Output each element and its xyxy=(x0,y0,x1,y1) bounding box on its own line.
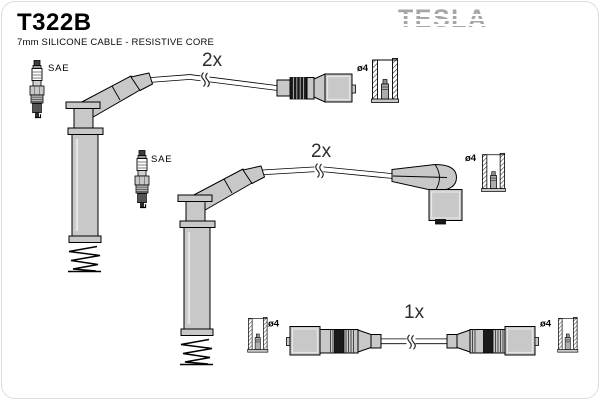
diameter-label-top: ø4 xyxy=(357,63,369,74)
logo-stripe xyxy=(396,19,492,22)
tesla-logo: TESLA xyxy=(396,7,494,33)
din-coil-connector-right xyxy=(446,326,539,356)
logo-stripe xyxy=(396,14,492,17)
quantity-label-top: 2x xyxy=(202,50,223,71)
terminal-socket-cross-section-icon xyxy=(371,58,399,103)
diameter-label-middle: ø4 xyxy=(465,153,477,164)
cable-length-break-mark xyxy=(200,72,210,88)
spark-plug-icon xyxy=(29,59,45,119)
sae-label-top: SAE xyxy=(48,63,69,74)
cable-row-top: SAE 2x ø4 xyxy=(29,50,399,273)
cable-row-bottom: 1x ø4 xyxy=(247,302,579,356)
diameter-label-bottom-left: ø4 xyxy=(268,319,280,330)
cable-length-break-mark xyxy=(314,163,324,179)
din-coil-connector-left xyxy=(286,326,382,356)
cable-spec-subtitle: 7mm SILICONE CABLE - RESISTIVE CORE xyxy=(17,37,215,48)
cable-length-break-mark xyxy=(406,334,416,350)
ignition-cable-core xyxy=(149,74,278,90)
spark-plug-icon xyxy=(134,149,150,209)
sae-label-middle: SAE xyxy=(151,154,172,165)
part-number-title: T322B xyxy=(17,9,92,36)
terminal-socket-cross-section-icon xyxy=(247,317,269,353)
quantity-label-middle: 2x xyxy=(311,141,332,162)
quantity-label-bottom: 1x xyxy=(404,302,425,323)
ignition-cable-core xyxy=(259,166,393,178)
logo-stripe xyxy=(396,24,492,27)
terminal-socket-cross-section-icon xyxy=(481,153,506,192)
terminal-socket-cross-section-icon xyxy=(557,317,579,353)
diameter-label-bottom-right: ø4 xyxy=(540,319,552,330)
right-angle-distributor-boot xyxy=(391,163,463,225)
cable-row-middle: SAE 2x ø4 xyxy=(134,141,506,366)
din-coil-connector xyxy=(276,73,356,103)
